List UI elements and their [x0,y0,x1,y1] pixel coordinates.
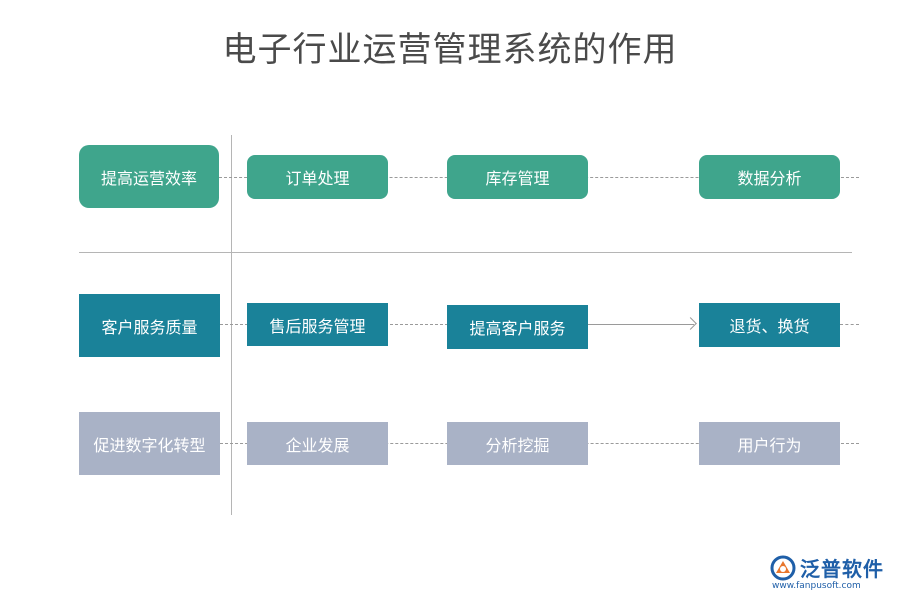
item-box-data-analysis: 数据分析 [699,155,840,199]
category-box-digital-transformation: 促进数字化转型 [79,412,220,475]
diagram-title: 电子行业运营管理系统的作用 [222,30,678,70]
item-box-order-processing: 订单处理 [247,155,388,199]
row2-connector [220,324,588,325]
item-box-inventory: 库存管理 [447,155,588,199]
vertical-divider [231,135,232,515]
row2-arrow-line [588,324,694,325]
item-box-after-sales: 售后服务管理 [247,303,388,346]
item-box-returns: 退货、换货 [699,303,840,347]
item-box-improve-service: 提高客户服务 [447,305,588,349]
logo-name: 泛普软件 [800,557,884,581]
row2-connector-tail [840,324,859,325]
item-box-enterprise-development: 企业发展 [247,422,388,465]
item-box-analysis-mining: 分析挖掘 [447,422,588,465]
brand-logo: 泛普软件 www.fanpusoft.com [770,553,895,593]
logo-url: www.fanpusoft.com [772,581,861,591]
item-box-user-behavior: 用户行为 [699,422,840,465]
category-box-customer-service: 客户服务质量 [79,294,220,357]
arrow-right-icon [684,317,697,330]
horizontal-divider [79,252,852,253]
fanpu-logo-icon [770,555,796,581]
category-box-efficiency: 提高运营效率 [79,145,219,208]
